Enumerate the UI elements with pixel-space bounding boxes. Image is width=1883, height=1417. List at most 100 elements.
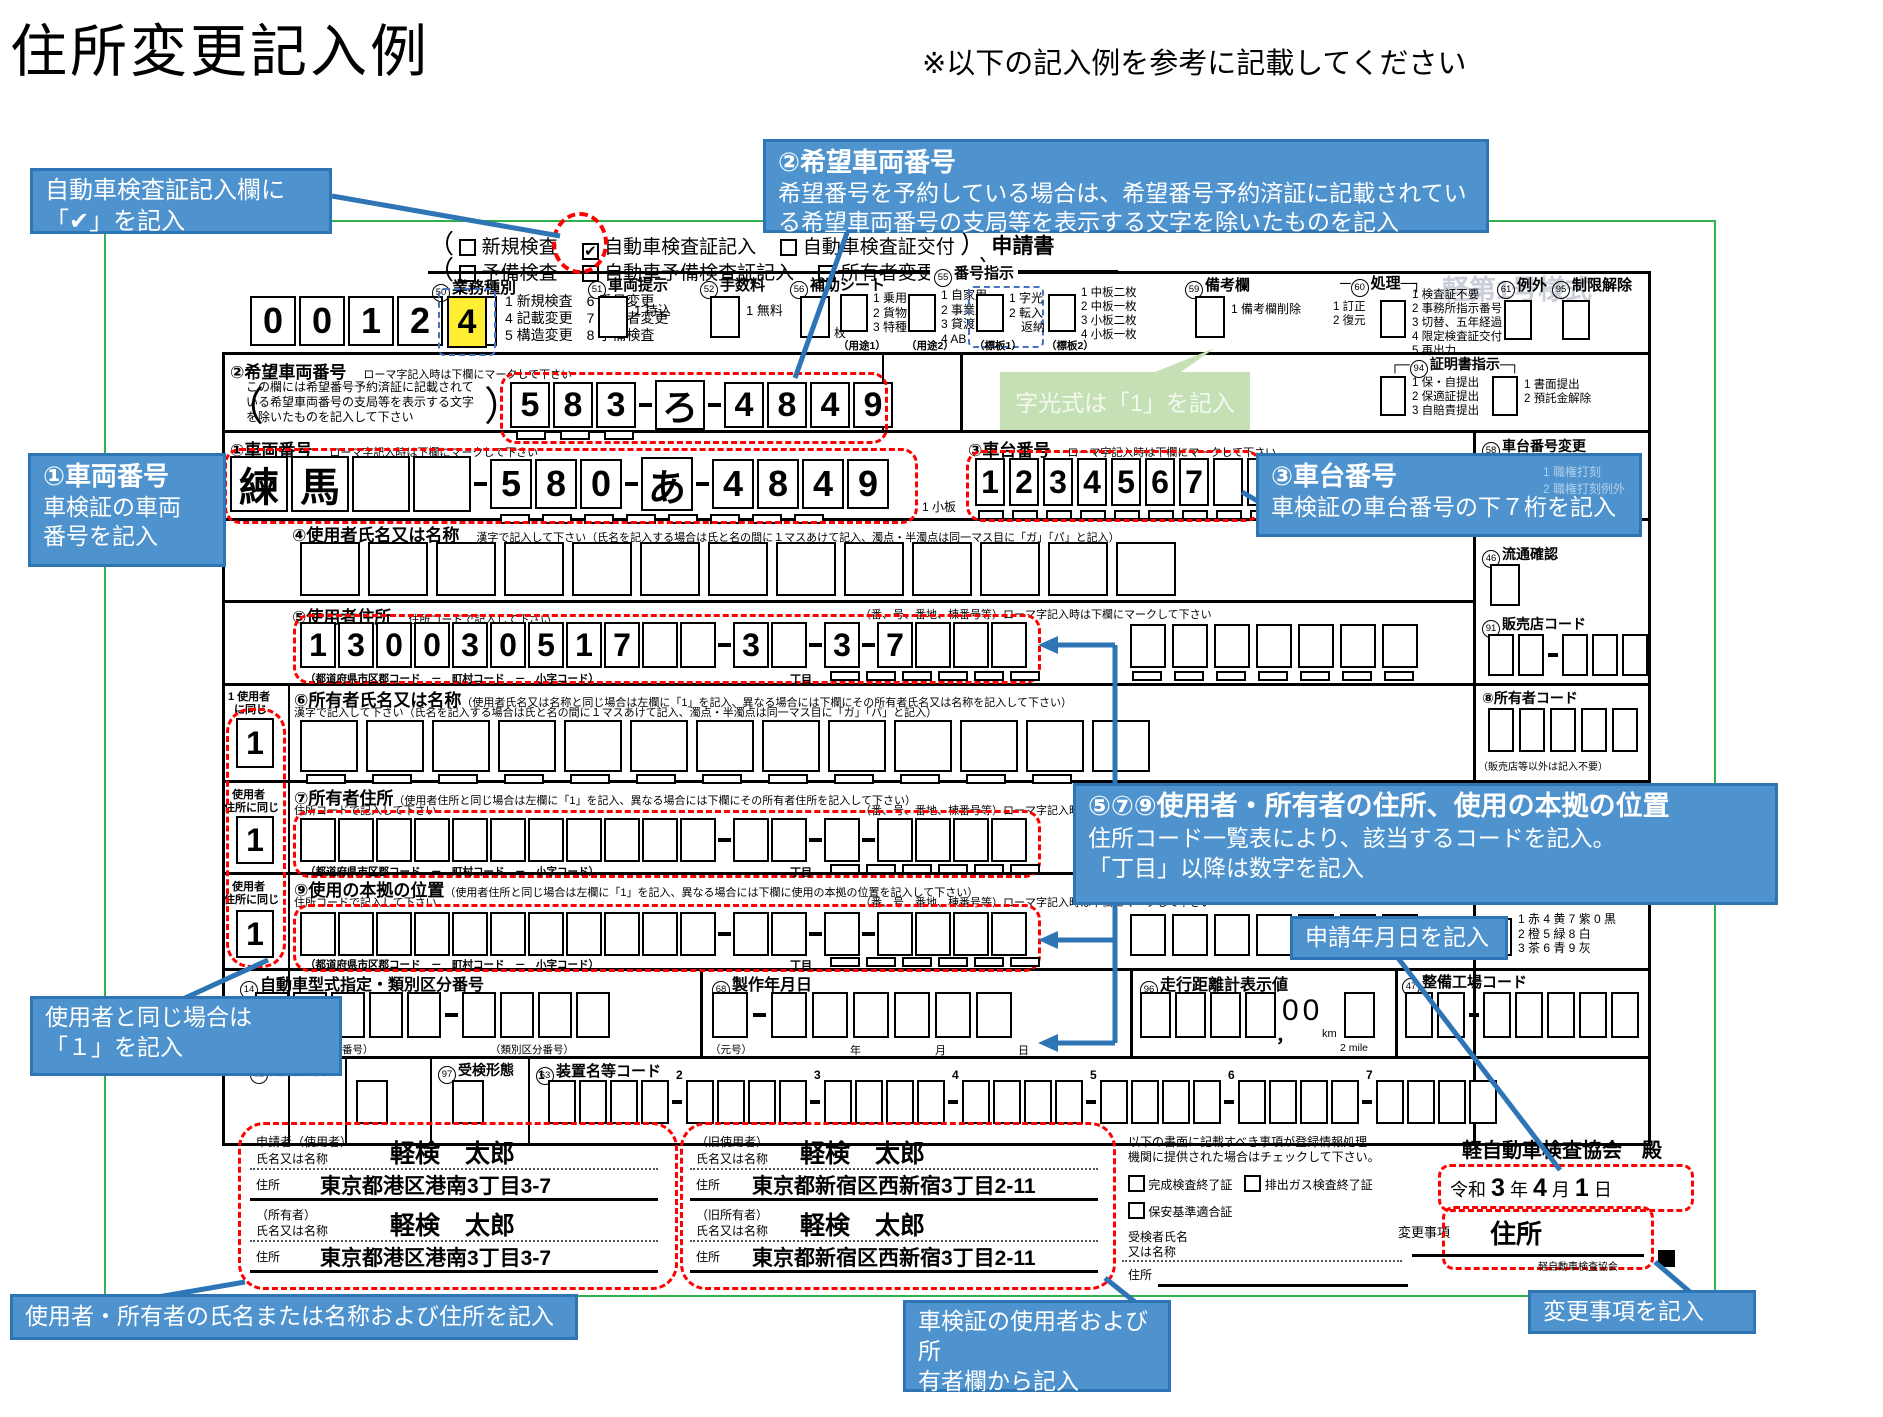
juken-box bbox=[452, 1080, 484, 1124]
applicant-role: 申請者（使用者） bbox=[256, 1135, 353, 1149]
sec1-side: 1 小板 bbox=[922, 500, 957, 514]
sec6-label: ⑥所有者氏名又は名称（使用者氏名又は名称と同じ場合は左欄に「1」を記入、異なる場… bbox=[294, 691, 1072, 710]
shomei-box1 bbox=[1380, 376, 1406, 416]
olduser-addr: 東京都新宿区西新宿3丁目2-11 bbox=[752, 1175, 1036, 1198]
gyomu-value-cell: 4 bbox=[447, 296, 487, 348]
sec6-same-label1: 1 使用者 bbox=[228, 691, 271, 703]
page-title: 住所変更記入例 bbox=[10, 20, 430, 84]
applicant-name-label: 氏名又は名称 bbox=[256, 1152, 329, 1166]
bango-g2-box bbox=[908, 294, 936, 332]
application-date: 令和 3 年 4 月 1 日 bbox=[1450, 1174, 1612, 1202]
teiki-box bbox=[356, 1080, 388, 1124]
olduser-name-label: 氏名又は名称 bbox=[696, 1152, 769, 1166]
annotation-application-date: 申請年月日を記入 bbox=[1290, 916, 1508, 960]
typeclass-sub2: （類別区分番号） bbox=[490, 1044, 574, 1056]
cert-check-2: 保安基準適合証 bbox=[1128, 1202, 1232, 1220]
odo-mile: 2 mile bbox=[1340, 1042, 1369, 1054]
reigai-box bbox=[1504, 300, 1532, 340]
teiji-box bbox=[598, 296, 628, 338]
registration-mark bbox=[1658, 1250, 1675, 1267]
bango-g3-box bbox=[976, 294, 1004, 332]
label-yobi-kisai: 自動車予備検査証記入 bbox=[604, 263, 795, 284]
mfg-sub4: 日 bbox=[1018, 1045, 1029, 1057]
annotation-change-item: 変更事項を記入 bbox=[1528, 1290, 1756, 1334]
examinee-addr-label: 住所 bbox=[1128, 1268, 1153, 1282]
examinee-label-1: 受検者氏名 bbox=[1128, 1230, 1189, 1244]
bango-g4-sub: （標板2） bbox=[1046, 340, 1094, 352]
sec7-same-cell: 1 bbox=[236, 816, 274, 864]
owner-addr-label: 住所 bbox=[256, 1250, 281, 1264]
sec5-chome-marks bbox=[830, 671, 1040, 681]
sec7-label: ⑦所有者住所（使用者住所と同じ場合は左欄に「1」を記入、異なる場合には下欄にその… bbox=[294, 789, 916, 808]
sec7-cells bbox=[300, 818, 1027, 862]
change-item-value: 住所 bbox=[1490, 1219, 1543, 1249]
sec6-hint2: 漢字で記入して下さい（氏名を記入する場合は氏と名の間に１マスあけて記入、濁点・半… bbox=[294, 707, 938, 719]
sec6-marks bbox=[306, 774, 1072, 784]
change-item-label: 変更事項 bbox=[1398, 1225, 1451, 1240]
sec6-same-label2: に同じ bbox=[234, 704, 267, 716]
annotation-jiko: 字光式は「1」を記入 bbox=[1000, 372, 1250, 430]
sec5-extra-marks bbox=[1132, 671, 1414, 681]
seigen-box bbox=[1562, 300, 1590, 340]
examinee-label-2: 又は名称 bbox=[1128, 1245, 1177, 1259]
ownercode-note: （販売店等以外は記入不要） bbox=[1478, 762, 1608, 773]
annotation-names: 使用者・所有者の氏名または名称および住所を記入 bbox=[10, 1294, 578, 1340]
teiji-side: 1 持込 bbox=[634, 303, 671, 318]
reference-note: ※以下の記入例を参考に記載してください bbox=[922, 48, 1467, 80]
olduser-addr-label: 住所 bbox=[696, 1178, 721, 1192]
bango-g1-box bbox=[840, 294, 868, 332]
odo-km: km bbox=[1322, 1028, 1337, 1040]
sec9-chome-marks bbox=[830, 957, 1040, 967]
owner-name: 軽検 太郎 bbox=[390, 1212, 516, 1240]
annotation-desired-number: ②希望車両番号 希望番号を予約している場合は、希望番号予約済証に記載されてい る… bbox=[763, 139, 1489, 235]
footer-notice-2: 機関に提供された場合はチェックして下さい。 bbox=[1128, 1150, 1380, 1164]
association-label: 軽自動車検査協会 殿 bbox=[1462, 1140, 1662, 1162]
bango-g3-sub: （標板1） bbox=[974, 340, 1022, 352]
sec7-same-label2: 住所に同じ bbox=[224, 802, 279, 814]
biko-box bbox=[1195, 296, 1225, 338]
sec9-same-cell: 1 bbox=[236, 910, 274, 958]
label-shinki: 新規検査 bbox=[481, 237, 558, 258]
association-small: 軽自動車検査協会 bbox=[1538, 1262, 1618, 1273]
seibi-cells bbox=[1405, 992, 1639, 1038]
owner-role: （所有者） bbox=[256, 1208, 317, 1222]
ownercode-cells bbox=[1488, 708, 1638, 752]
olduser-role: （旧使用者） bbox=[696, 1135, 769, 1149]
applicant-addr: 東京都港区港南3丁目3-7 bbox=[320, 1175, 552, 1198]
tesuryo-box bbox=[710, 296, 740, 338]
sec7-chome: 丁目 bbox=[790, 867, 812, 879]
sec7-hint2: 住所コードで記入して下さい bbox=[294, 805, 437, 817]
sec5-sub: （都道府県市区郡コード － 町村コード － 小字コード） bbox=[305, 673, 599, 685]
mfg-sub3: 月 bbox=[935, 1045, 946, 1057]
bango-g1-sub: （用途1） bbox=[838, 340, 886, 352]
biko-side: 1 備考欄削除 bbox=[1231, 302, 1302, 316]
sec5-hint-right: （番、号、番地、棟番号等）ローマ字記入時は下欄にマークして下さい bbox=[860, 609, 1212, 621]
bango-g2-sub: （用途2） bbox=[906, 340, 954, 352]
owner-name-label: 氏名又は名称 bbox=[256, 1224, 329, 1238]
hanbai-cells bbox=[1488, 634, 1648, 676]
sec4-label: ④使用者氏名又は名称 漢字で記入して下さい（氏名を記入する場合は氏と名の間に１マ… bbox=[292, 526, 1120, 545]
sec6-same-cell: 1 bbox=[236, 718, 274, 768]
annotation-old-fields: 車検証の使用者および所 有者欄から記入 bbox=[903, 1300, 1171, 1394]
footer-notice-1: 以下の書面に記載すべき事項が登録情報処理 bbox=[1128, 1135, 1368, 1149]
ownercode-label: ⑧所有者コード bbox=[1482, 690, 1578, 706]
sec9-chome: 丁目 bbox=[790, 960, 812, 972]
